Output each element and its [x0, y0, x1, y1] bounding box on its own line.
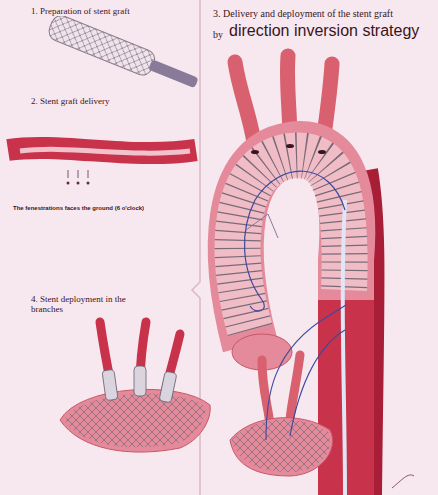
step-label: direction inversion strategy	[228, 22, 420, 40]
step-label: 1. Preparation of stent graft	[30, 6, 131, 16]
arch-segment-wires	[230, 305, 414, 488]
branch-stents	[60, 322, 210, 452]
aortic-arch	[232, 56, 375, 495]
vessel	[8, 148, 196, 153]
step-label: by	[212, 29, 224, 41]
step-label: The fenestrations faces the ground (6 o'…	[12, 205, 145, 212]
step-label: 4. Stent deployment in the branches	[30, 294, 142, 315]
step-label: 2. Stent graft delivery	[30, 96, 110, 106]
step-label: 3. Delivery and deployment of the stent …	[212, 8, 394, 20]
delivery-sheath	[20, 149, 190, 153]
stent-graft-prep	[46, 13, 201, 96]
fenestration-dots	[67, 170, 90, 185]
